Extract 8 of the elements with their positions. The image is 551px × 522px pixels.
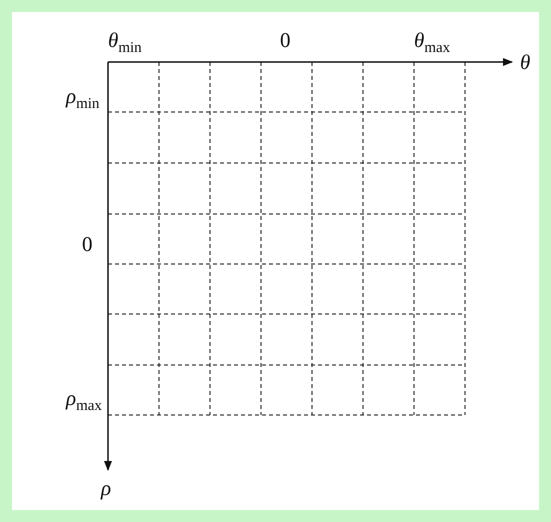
tick-label: θ$_{max}$ — [414, 30, 450, 56]
axis-label: θ — [520, 52, 530, 73]
tick-label: 0 — [280, 30, 290, 51]
tick-label: ρ$_{min}$ — [66, 86, 100, 112]
tick-label: ρ$_{max}$ — [66, 388, 102, 414]
tick-label: θ$_{min}$ — [108, 30, 142, 56]
tick-label: 0 — [82, 234, 92, 255]
axis-label: ρ — [101, 478, 112, 499]
